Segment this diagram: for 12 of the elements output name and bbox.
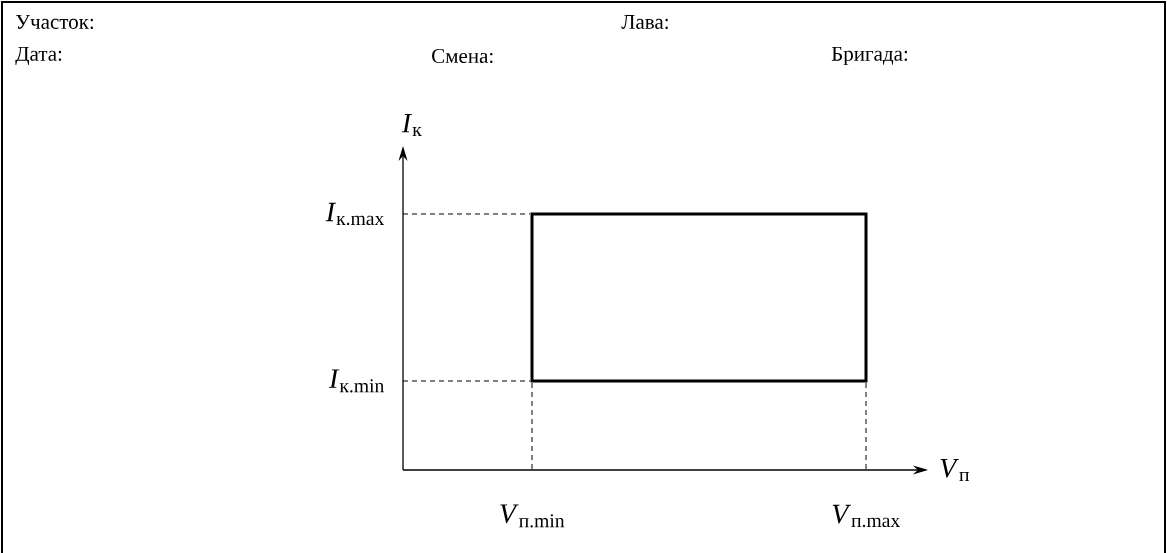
form-field-label: Бригада: xyxy=(831,46,908,66)
form-field-label: Смена: xyxy=(432,48,493,64)
form-field-label: Лава: xyxy=(621,14,668,29)
axis-label: I$_{к}$ xyxy=(401,113,422,137)
tick-label: I$_{к.min}$ xyxy=(328,369,384,393)
operating-area-rectangle xyxy=(530,212,868,383)
axis-label: V$_{п}$ xyxy=(940,458,970,482)
tick-label: I$_{к.max}$ xyxy=(325,202,385,226)
form-field-label: Участок: xyxy=(15,14,93,29)
tick-label: V$_{п.max}$ xyxy=(832,504,900,528)
form-field-label: Дата: xyxy=(15,46,62,66)
tick-label: V$_{п.min}$ xyxy=(500,504,565,528)
